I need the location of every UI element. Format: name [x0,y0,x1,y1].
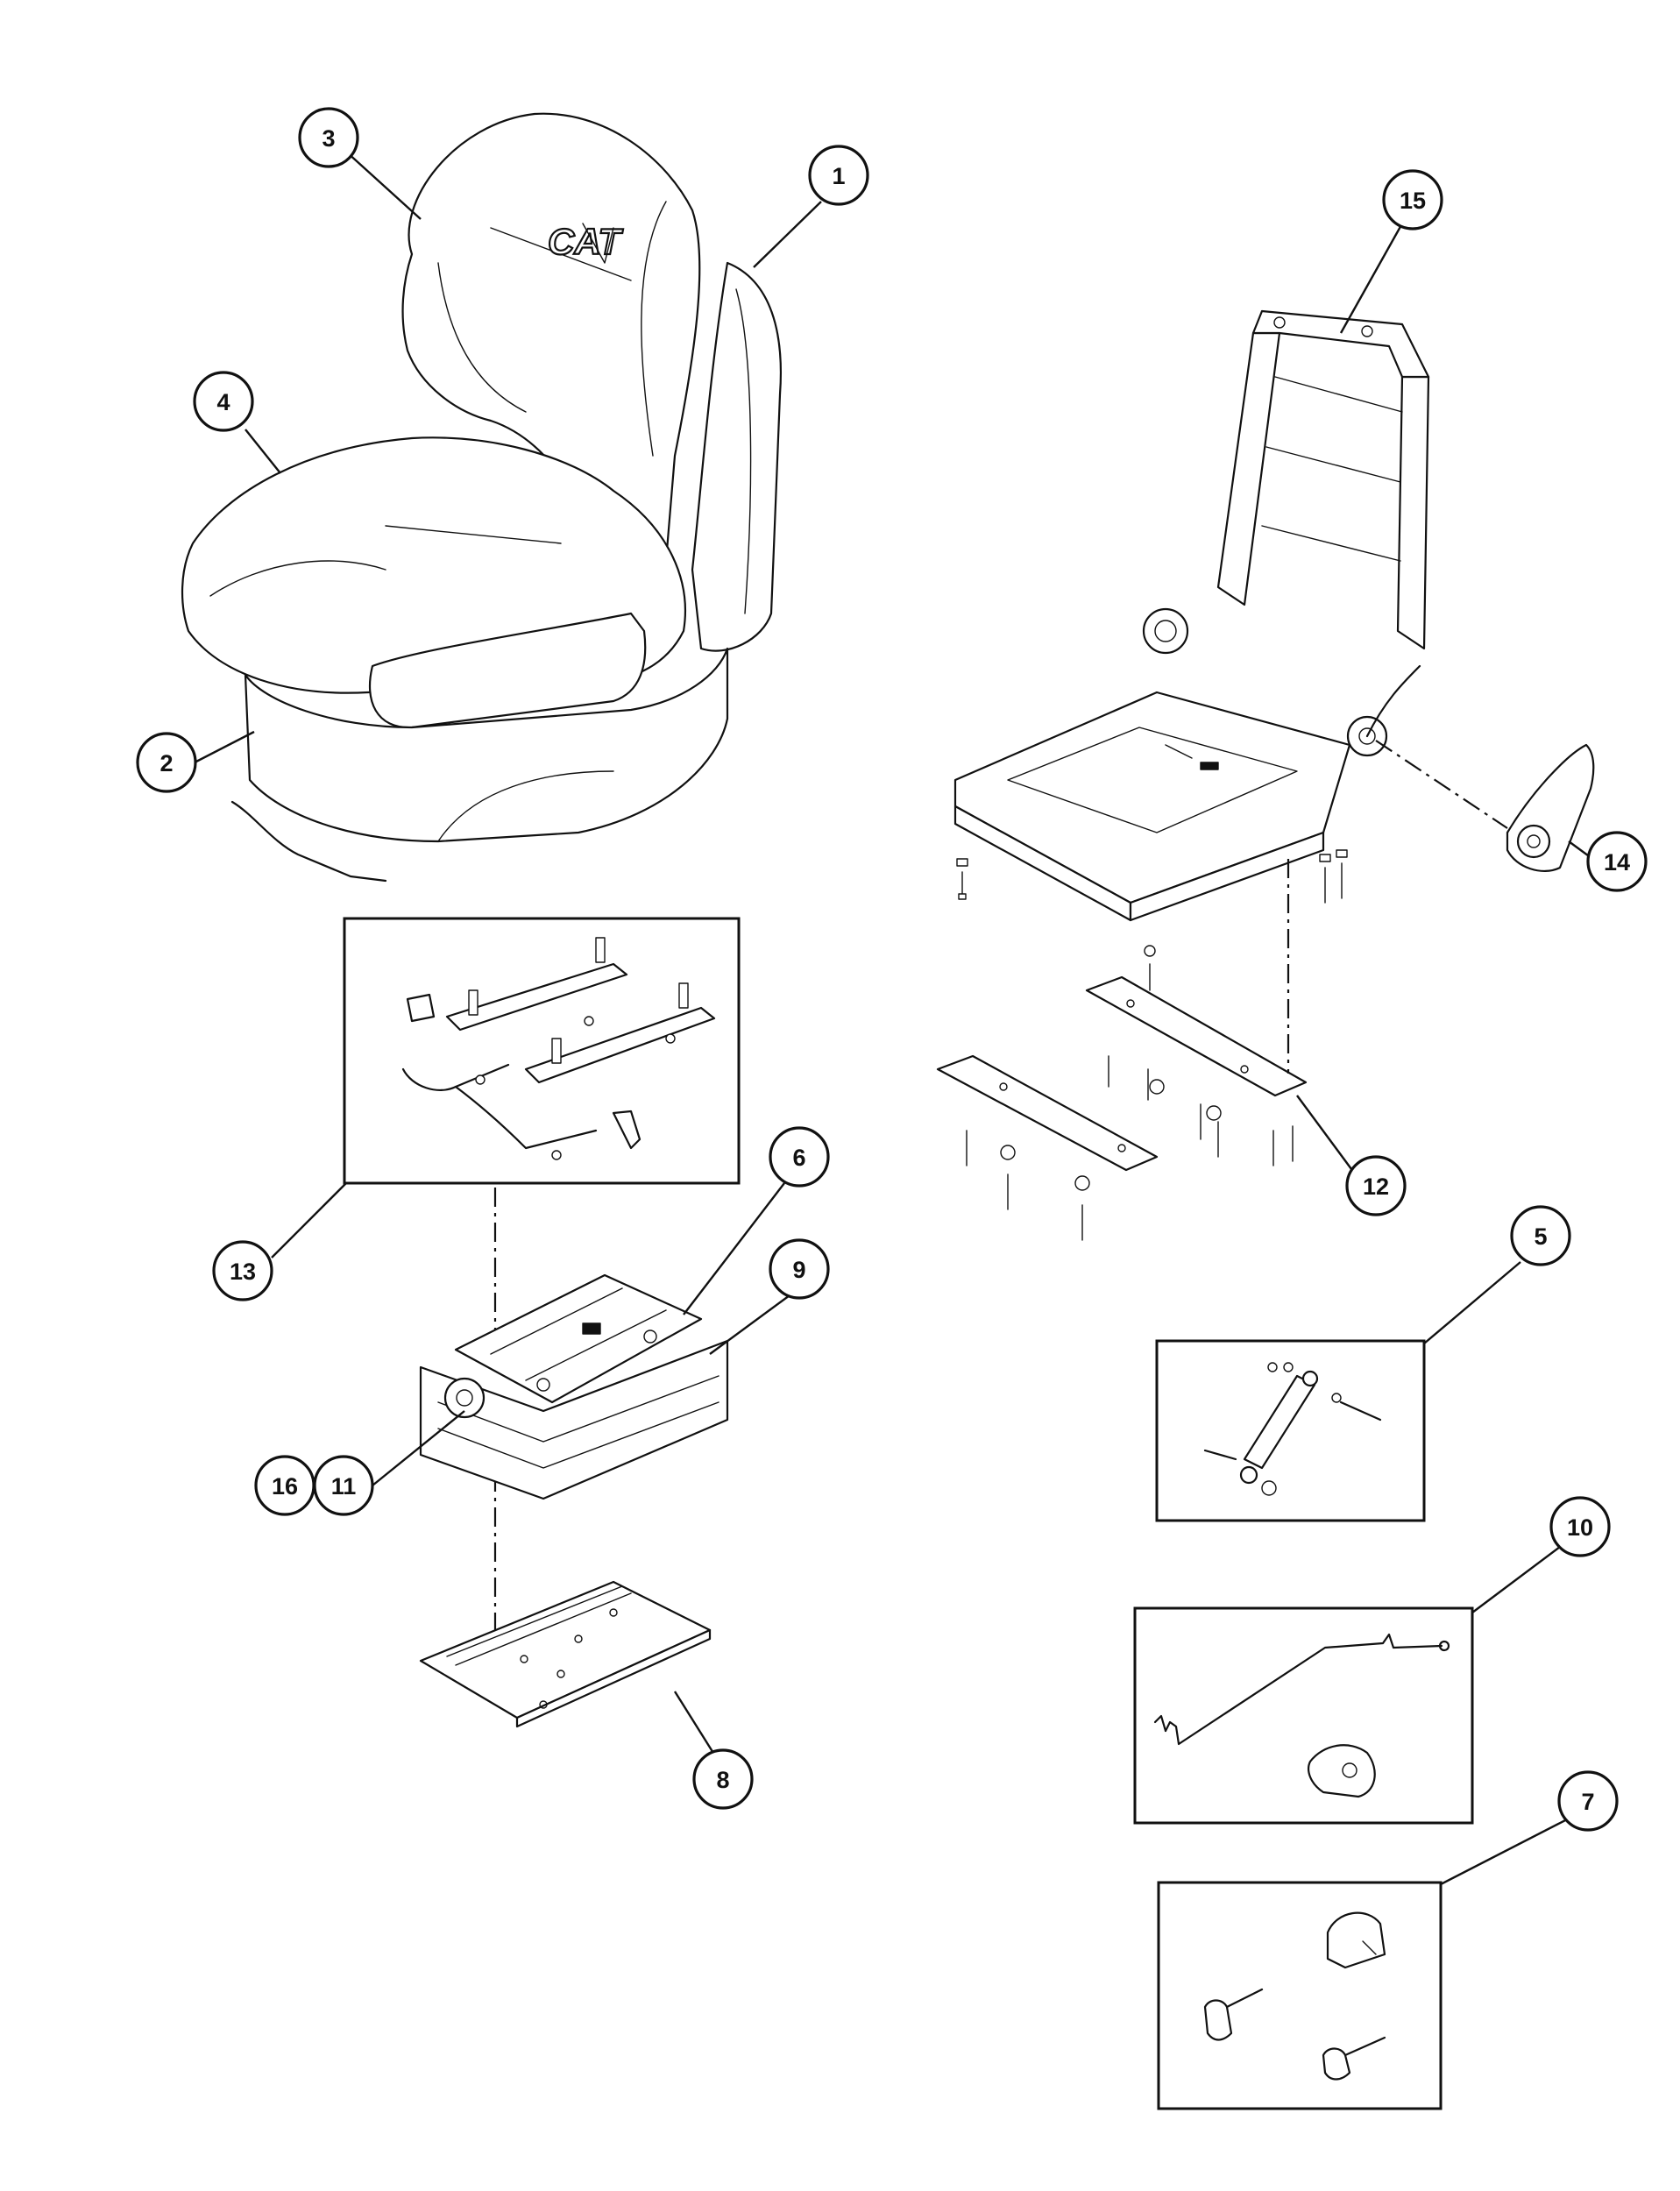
knob-kit [1157,1881,1443,2110]
callout-4: 4 [193,371,254,432]
suspension-unit [419,1273,729,1500]
callout-6: 6 [769,1126,830,1188]
mounting-brackets [936,945,1308,1241]
svg-text:1: 1 [832,163,845,189]
slide-rail-kit [343,917,741,1185]
svg-text:6: 6 [792,1145,805,1171]
base-plate [419,1580,712,1728]
shock-kit [1155,1339,1426,1522]
cat-logo: CAT [547,220,625,264]
svg-text:9: 9 [792,1257,805,1283]
svg-text:3: 3 [322,125,335,152]
svg-text:10: 10 [1567,1514,1593,1541]
seat-frame [953,309,1430,922]
callout-10: 10 [1549,1496,1611,1557]
slide-rail-kit-box [343,917,741,1185]
svg-text:16: 16 [272,1473,298,1500]
callout-1: 1 [808,145,869,206]
callout-14: 14 [1586,831,1648,892]
svg-text:13: 13 [230,1259,256,1285]
svg-text:2: 2 [159,750,173,776]
cable-kit [1133,1606,1474,1825]
svg-text:5: 5 [1534,1223,1547,1250]
svg-text:12: 12 [1363,1173,1389,1200]
leader-lines [194,151,1596,1886]
svg-text:11: 11 [331,1473,357,1500]
svg-text:4: 4 [216,389,230,415]
callout-3: 3 [298,107,359,168]
svg-text:CAT: CAT [548,221,624,262]
callout-9: 9 [769,1238,830,1300]
recline-handle [1506,743,1595,872]
svg-text:15: 15 [1400,188,1426,214]
frame-hardware [956,849,1348,904]
callout-12: 12 [1345,1155,1407,1216]
cable-kit-box [1133,1606,1474,1825]
callout-15: 15 [1382,169,1443,230]
shock-kit-box [1155,1339,1426,1522]
callout-7: 7 [1557,1770,1619,1832]
callout-2: 2 [136,732,197,793]
callout-13: 13 [212,1240,273,1301]
seat-assembly: CAT [181,112,782,883]
callout-11: 11 [313,1455,374,1516]
callout-16: 16 [254,1455,315,1516]
svg-text:8: 8 [716,1767,729,1793]
svg-text:7: 7 [1581,1789,1594,1815]
callout-5: 5 [1510,1205,1571,1266]
svg-text:14: 14 [1604,849,1630,876]
knob-kit-box [1157,1881,1443,2110]
callout-8: 8 [692,1748,754,1810]
